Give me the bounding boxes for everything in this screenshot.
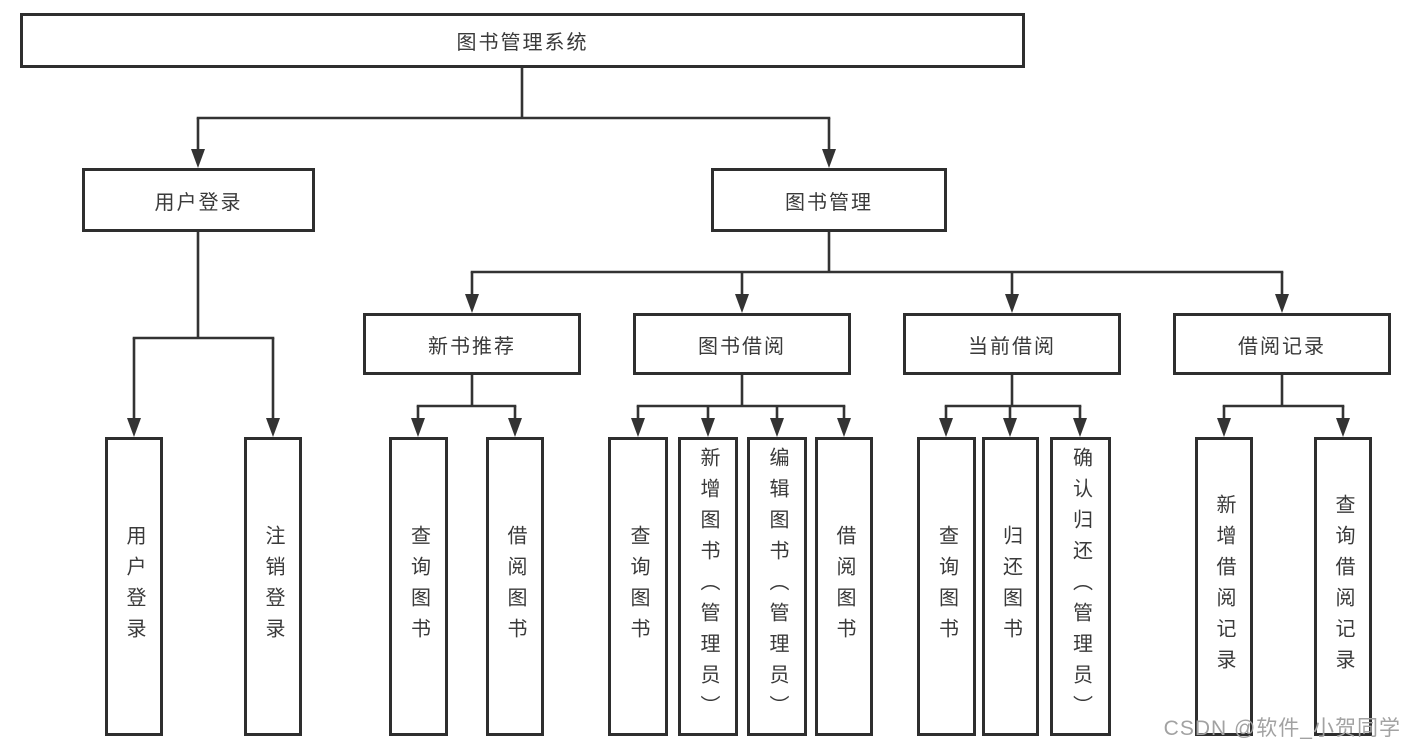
leaf-current-return-books-label: 归还图书 bbox=[999, 524, 1022, 649]
node-borrow-records: 借阅记录 bbox=[1173, 313, 1391, 375]
node-new-book-recommend-label: 新书推荐 bbox=[428, 335, 516, 358]
node-borrow-records-label: 借阅记录 bbox=[1238, 335, 1326, 358]
node-new-book-recommend: 新书推荐 bbox=[363, 313, 581, 375]
node-book-borrow-label: 图书借阅 bbox=[698, 335, 786, 358]
leaf-recommend-query-books: 查询图书 bbox=[389, 437, 448, 736]
leaf-current-query-books: 查询图书 bbox=[917, 437, 976, 736]
leaf-records-query-record: 查询借阅记录 bbox=[1314, 437, 1372, 736]
leaf-current-confirm-return-label: 确认归还（管理员） bbox=[1069, 447, 1092, 726]
node-root-label: 图书管理系统 bbox=[456, 32, 589, 54]
node-current-borrow-label: 当前借阅 bbox=[968, 335, 1056, 358]
connector-currentborrow-to-leaves bbox=[939, 375, 1087, 437]
leaf-recommend-borrow-books-label: 借阅图书 bbox=[504, 524, 526, 649]
leaf-borrow-borrow-books: 借阅图书 bbox=[815, 437, 873, 736]
leaf-records-add-record-label: 新增借阅记录 bbox=[1213, 493, 1235, 680]
leaf-records-query-record-label: 查询借阅记录 bbox=[1332, 493, 1354, 680]
leaf-borrow-add-books: 新增图书（管理员） bbox=[678, 437, 738, 736]
leaf-logout: 注销登录 bbox=[244, 437, 302, 736]
node-book-management-label: 图书管理 bbox=[785, 191, 873, 214]
connector-userlogin-to-leaves bbox=[127, 232, 280, 437]
connector-root-to-level2 bbox=[191, 68, 836, 168]
leaf-borrow-query-books: 查询图书 bbox=[608, 437, 668, 736]
connector-bookborrow-to-leaves bbox=[631, 375, 851, 437]
leaf-user-login-label: 用户登录 bbox=[123, 524, 145, 649]
leaf-recommend-borrow-books: 借阅图书 bbox=[486, 437, 544, 736]
leaf-recommend-query-books-label: 查询图书 bbox=[407, 524, 430, 649]
leaf-borrow-query-books-label: 查询图书 bbox=[627, 524, 649, 649]
leaf-borrow-edit-books-label: 编辑图书（管理员） bbox=[766, 447, 788, 726]
leaf-current-confirm-return: 确认归还（管理员） bbox=[1050, 437, 1111, 736]
node-root: 图书管理系统 bbox=[20, 13, 1025, 68]
leaf-borrow-edit-books: 编辑图书（管理员） bbox=[747, 437, 807, 736]
leaf-borrow-borrow-books-label: 借阅图书 bbox=[833, 524, 855, 649]
csdn-watermark: CSDN @软件_小贺同学 bbox=[1163, 717, 1401, 740]
connector-newbookrec-to-leaves bbox=[411, 375, 522, 437]
leaf-user-login: 用户登录 bbox=[105, 437, 163, 736]
node-book-management: 图书管理 bbox=[711, 168, 947, 232]
leaf-records-add-record: 新增借阅记录 bbox=[1195, 437, 1253, 736]
leaf-current-return-books: 归还图书 bbox=[982, 437, 1039, 736]
leaf-borrow-add-books-label: 新增图书（管理员） bbox=[697, 447, 719, 726]
connector-borrowrecords-to-leaves bbox=[1217, 375, 1350, 437]
node-user-login: 用户登录 bbox=[82, 168, 315, 232]
leaf-logout-label: 注销登录 bbox=[262, 524, 284, 649]
node-book-borrow: 图书借阅 bbox=[633, 313, 851, 375]
connector-bookmgmt-to-level3 bbox=[465, 232, 1289, 313]
node-user-login-label: 用户登录 bbox=[154, 191, 243, 214]
leaf-current-query-books-label: 查询图书 bbox=[935, 524, 958, 649]
node-current-borrow: 当前借阅 bbox=[903, 313, 1121, 375]
